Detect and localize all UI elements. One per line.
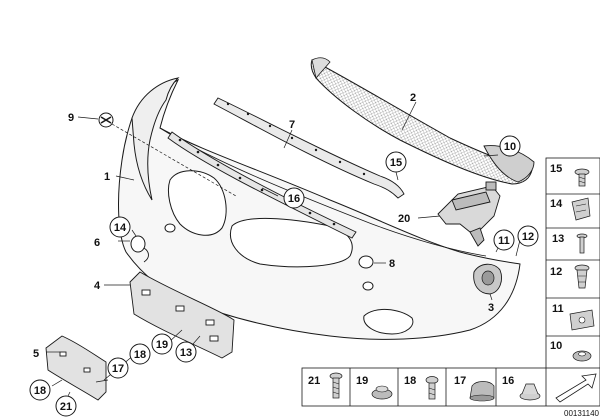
legend-label-11: 11 bbox=[552, 303, 564, 315]
circled-callout-14: 14 bbox=[109, 216, 131, 238]
legend-label-19: 19 bbox=[356, 375, 368, 387]
bracket-20 bbox=[437, 181, 501, 247]
circled-callout-15: 15 bbox=[385, 151, 407, 173]
grommet-icon bbox=[371, 385, 393, 400]
cap-icon bbox=[469, 381, 495, 402]
plate-holder-5 bbox=[45, 335, 107, 401]
svg-text:13: 13 bbox=[180, 347, 192, 359]
circled-callout-10: 10 bbox=[499, 135, 521, 157]
legend-label-14: 14 bbox=[550, 198, 563, 210]
circled-callout-11: 11 bbox=[493, 229, 515, 251]
legend-label-21: 21 bbox=[308, 375, 320, 387]
svg-text:12: 12 bbox=[522, 231, 534, 243]
upper-strip-7 bbox=[213, 97, 405, 199]
legend-label-15: 15 bbox=[550, 163, 562, 175]
circled-callout-18b: 18 bbox=[29, 379, 51, 401]
direction-arrow-icon bbox=[555, 373, 597, 403]
svg-text:19: 19 bbox=[156, 339, 168, 351]
svg-text:15: 15 bbox=[390, 157, 402, 169]
circled-callout-16: 16 bbox=[283, 187, 305, 209]
circled-callout-19: 19 bbox=[151, 333, 173, 355]
cover-cap-3 bbox=[473, 263, 502, 295]
legend-label-13: 13 bbox=[552, 233, 564, 245]
circled-callout-18a: 18 bbox=[129, 343, 151, 365]
callout-2: 2 bbox=[410, 92, 416, 104]
callouts: 1 2 7 9 6 8 4 5 3 20 bbox=[33, 92, 494, 360]
callout-7: 7 bbox=[289, 119, 295, 131]
svg-text:18: 18 bbox=[134, 349, 146, 361]
circled-callout-13: 13 bbox=[175, 341, 197, 363]
callout-8: 8 bbox=[389, 258, 395, 270]
callout-9: 9 bbox=[68, 112, 74, 124]
bumper-cover bbox=[118, 77, 521, 340]
svg-text:17: 17 bbox=[112, 363, 124, 375]
screw-icon bbox=[574, 168, 590, 187]
rivet-icon bbox=[574, 264, 590, 289]
circled-callouts: 15 10 16 14 11 12 19 13 bbox=[29, 135, 539, 417]
nut-clip-icon bbox=[569, 309, 595, 331]
clip-icon bbox=[519, 383, 541, 401]
svg-text:16: 16 bbox=[288, 193, 300, 205]
callout-20: 20 bbox=[398, 213, 410, 225]
grommet-icon bbox=[572, 350, 592, 362]
legend-label-17: 17 bbox=[454, 375, 466, 387]
svg-text:21: 21 bbox=[60, 401, 72, 413]
callout-4: 4 bbox=[94, 280, 101, 292]
legend-bottom: 21 19 18 17 16 bbox=[301, 367, 600, 407]
reference-number: 00131140 bbox=[564, 409, 600, 418]
legend-label-18: 18 bbox=[404, 375, 416, 387]
emblem-9 bbox=[98, 112, 114, 128]
svg-text:10: 10 bbox=[504, 141, 516, 153]
cap-6 bbox=[130, 235, 149, 263]
circled-callout-17: 17 bbox=[107, 357, 129, 379]
legend-label-16: 16 bbox=[502, 375, 514, 387]
callout-6: 6 bbox=[94, 237, 100, 249]
plug-8 bbox=[358, 255, 374, 269]
circled-callout-21: 21 bbox=[55, 395, 77, 417]
legend-label-10: 10 bbox=[550, 340, 562, 352]
legend-label-12: 12 bbox=[550, 266, 562, 278]
svg-text:11: 11 bbox=[498, 235, 510, 247]
svg-text:18: 18 bbox=[34, 385, 46, 397]
callout-5: 5 bbox=[33, 348, 39, 360]
mesh-grille-2 bbox=[310, 57, 535, 185]
pin-icon bbox=[576, 233, 588, 254]
callout-1: 1 bbox=[104, 171, 110, 183]
bolt-icon bbox=[425, 376, 439, 400]
legend-right: 15 14 13 12 11 10 bbox=[545, 157, 600, 373]
bolt-icon bbox=[329, 372, 343, 399]
circled-callout-12: 12 bbox=[517, 225, 539, 247]
callout-3: 3 bbox=[488, 302, 494, 314]
plate-bracket-4 bbox=[129, 271, 235, 359]
svg-text:00131140: 00131140 bbox=[564, 409, 600, 418]
svg-text:14: 14 bbox=[114, 222, 127, 234]
clip-icon bbox=[571, 197, 591, 221]
